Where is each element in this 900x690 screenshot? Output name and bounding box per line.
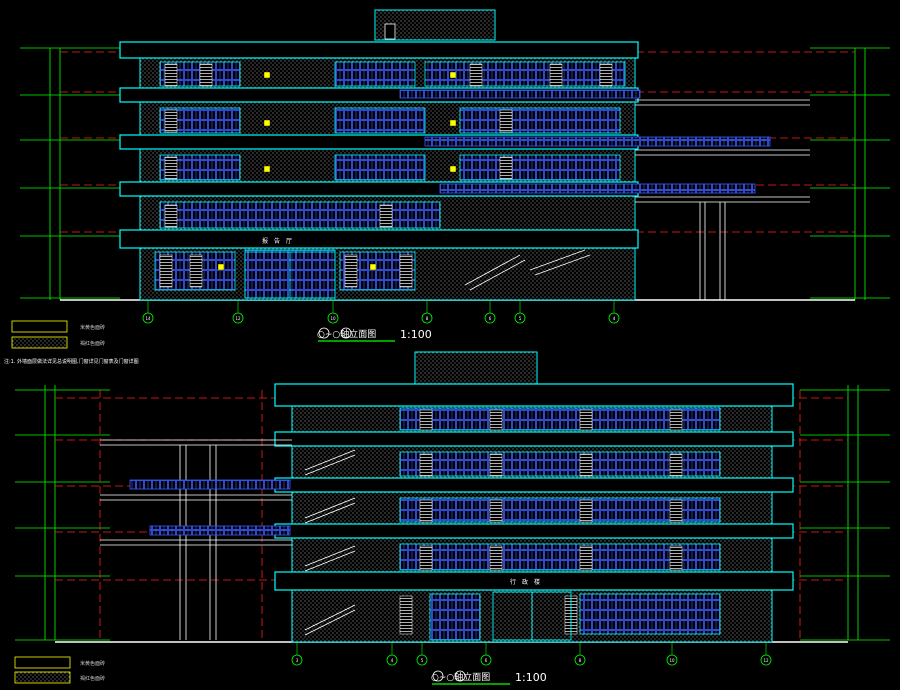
signage-markers-top: [217, 71, 457, 271]
axis-label: 6: [485, 658, 488, 663]
axis-label: 4: [391, 658, 394, 663]
legend-label: 褐红色面砖: [80, 676, 106, 682]
axis-label: 6: [489, 316, 492, 321]
ground-entrance-top: [244, 249, 591, 299]
drawing-title-bottom: ○~○轴立面图: [431, 673, 491, 683]
legend-label: 米黄色面砖: [80, 661, 106, 667]
title-symbol-top: [318, 327, 352, 339]
axis-label: 8: [426, 316, 429, 321]
axis-label: 12: [763, 658, 769, 663]
axis-label: 8: [579, 658, 582, 663]
vertical-red-axes-bottom: [99, 390, 801, 640]
floor-slabs-bottom: [274, 383, 794, 591]
axis-grid-bottom: [296, 642, 767, 655]
title-symbol-bottom: [432, 670, 466, 682]
legend-swatch: [11, 320, 68, 333]
axis-grid-top: [147, 300, 615, 314]
legend-swatch: [14, 671, 71, 684]
axis-label: 5: [519, 316, 522, 321]
drawing-title-top: ○~○轴立面图: [317, 330, 377, 340]
legend-bottom: [14, 656, 71, 684]
elevation-bottom: 3 4 5 6 8 10 12: [15, 351, 890, 685]
legend-label: 褐红色面砖: [80, 341, 106, 347]
dimension-left-top: [20, 47, 120, 300]
stairs-bottom: [304, 449, 356, 636]
bridge-railings-bottom: [129, 479, 291, 536]
axis-bubbles-bottom: [291, 654, 772, 666]
legend-label: 米黄色面砖: [80, 325, 106, 331]
dimension-right-top: [810, 47, 890, 300]
drawing-scale-bottom: 1:100: [515, 671, 547, 684]
legend-top: [11, 320, 68, 349]
room-label-bottom: 行政楼: [510, 579, 547, 586]
entrance-bottom: [492, 591, 572, 641]
axis-label: 12: [235, 316, 241, 321]
axis-label: 3: [296, 658, 299, 663]
legend-swatch: [11, 336, 68, 349]
elevation-top: 14 12 10 8 6 5 4: [20, 9, 890, 342]
room-label-top: 报告厅: [262, 238, 299, 245]
axis-label: 4: [613, 316, 616, 321]
shutters-top: [159, 63, 613, 288]
axis-label: 10: [330, 316, 336, 321]
roof-stair-box-bottom: [414, 351, 538, 385]
dimension-right-bottom: [800, 385, 890, 641]
bridge-railings-top: [399, 89, 771, 194]
general-note: 注:1. 外墙面层做法详见总说明图,门窗详见门窗表及门窗详图: [4, 359, 139, 365]
axis-label: 5: [421, 658, 424, 663]
axis-label: 10: [669, 658, 675, 663]
axis-bubbles-top: [142, 312, 620, 324]
dimension-left-bottom: [15, 385, 110, 641]
bridge-corridors-top: [635, 99, 810, 300]
drawing-scale-top: 1:100: [400, 328, 432, 341]
bridge-corridors-bottom: [100, 439, 292, 640]
window-bands-bottom: [399, 407, 721, 641]
axis-label: 14: [145, 316, 151, 321]
shutters-bottom: [399, 409, 683, 635]
legend-swatch: [14, 656, 71, 669]
